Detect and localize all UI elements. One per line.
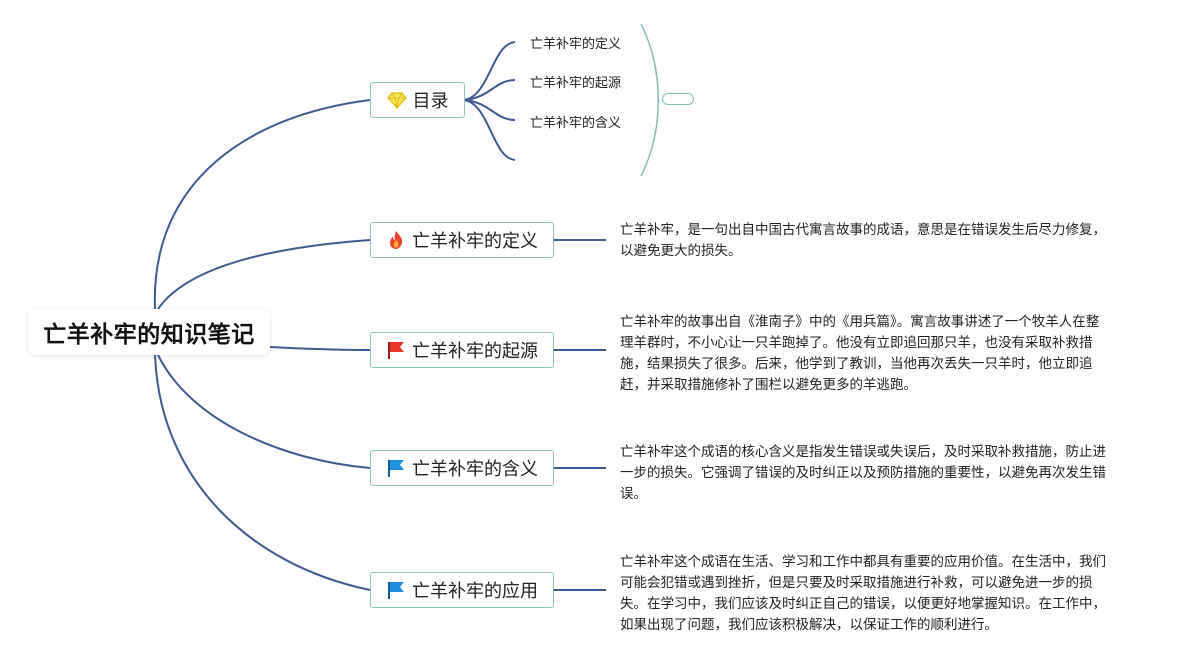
summary-bracket xyxy=(640,23,659,177)
toc-item-meaning[interactable]: 亡羊补牢的含义 xyxy=(530,116,622,131)
fire-icon xyxy=(386,230,406,250)
diamond-icon xyxy=(386,90,407,110)
branch-label: 亡羊补牢的含义 xyxy=(412,459,538,480)
application-description[interactable]: 亡羊补牢这个成语在生活、学习和工作中都具有重要的应用价值。在生活中，我们可能会犯… xyxy=(620,554,1106,633)
branch-label: 亡羊补牢的起源 xyxy=(412,341,538,362)
connector-toc-2 xyxy=(463,79,516,101)
blue-flag-icon xyxy=(386,458,406,478)
connector-toc-3 xyxy=(463,99,516,121)
branch-meaning[interactable]: 亡羊补牢的含义 xyxy=(370,450,554,486)
connector-root-meaning xyxy=(157,354,371,469)
connector-root-origin xyxy=(269,346,371,351)
connector-root-toc xyxy=(153,99,371,310)
toc-item-origin[interactable]: 亡羊补牢的起源 xyxy=(530,76,622,91)
connector-root-definition xyxy=(157,239,371,310)
root-node[interactable]: 亡羊补牢的知识笔记 xyxy=(28,309,270,355)
toc-item-definition[interactable]: 亡羊补牢的定义 xyxy=(530,37,622,52)
red-flag-icon xyxy=(386,340,406,360)
blue-flag-icon xyxy=(386,580,406,600)
summary-pill[interactable] xyxy=(662,93,694,105)
branch-definition[interactable]: 亡羊补牢的定义 xyxy=(370,222,554,258)
meaning-description[interactable]: 亡羊补牢这个成语的核心含义是指发生错误或失误后，及时采取补救措施，防止进一步的损… xyxy=(620,444,1106,502)
connector-toc-4 xyxy=(463,99,516,161)
branch-toc[interactable]: 目录 xyxy=(370,82,465,118)
branch-label: 目录 xyxy=(412,91,449,112)
connector-toc-1 xyxy=(463,41,516,101)
branch-label: 亡羊补牢的应用 xyxy=(412,581,538,602)
branch-origin[interactable]: 亡羊补牢的起源 xyxy=(370,332,554,368)
origin-description[interactable]: 亡羊补牢的故事出自《淮南子》中的《用兵篇》。寓言故事讲述了一个牧羊人在整理羊群时… xyxy=(620,314,1100,393)
definition-description[interactable]: 亡羊补牢，是一句出自中国古代寓言故事的成语，意思是在错误发生后尽力修复，以避免更… xyxy=(620,222,1106,259)
connector-root-application xyxy=(154,354,371,591)
branch-application[interactable]: 亡羊补牢的应用 xyxy=(370,572,554,608)
branch-label: 亡羊补牢的定义 xyxy=(412,231,538,252)
